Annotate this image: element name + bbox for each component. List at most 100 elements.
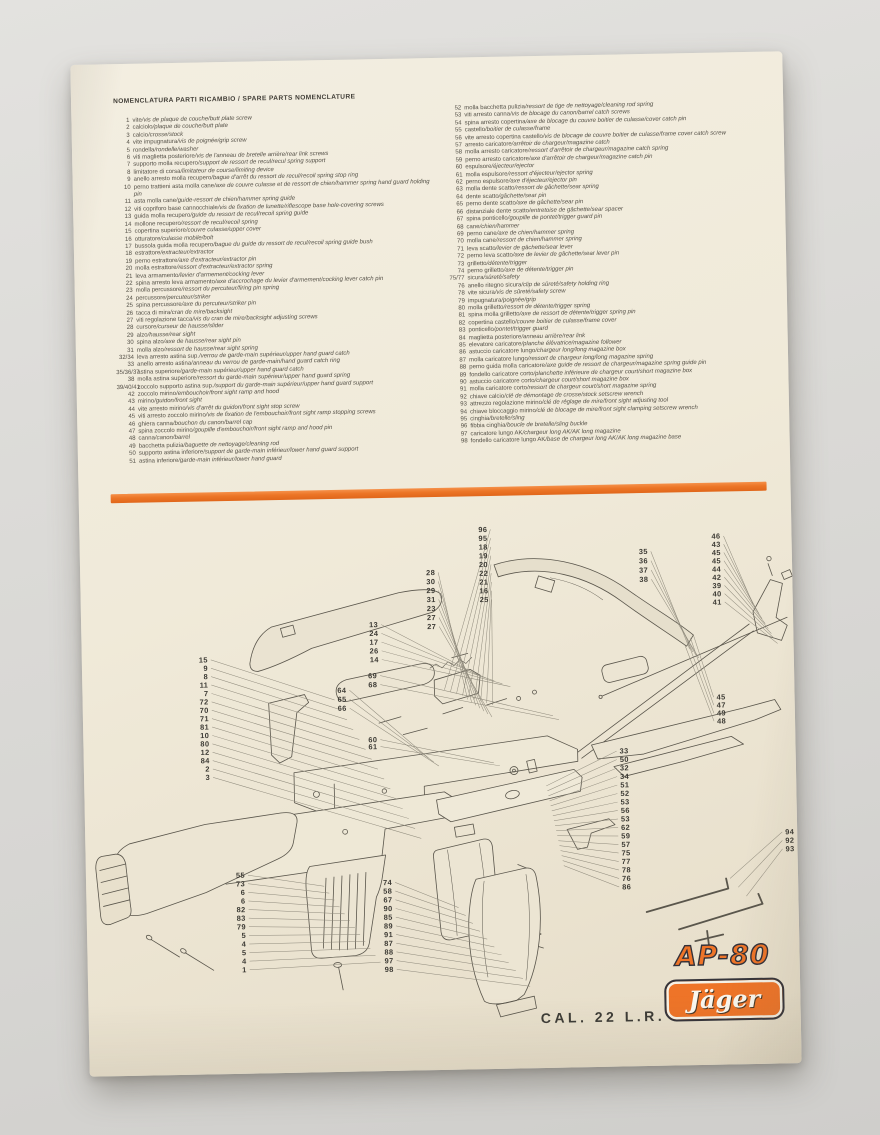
caliber-text: CAL. 22 L.R. — [540, 1007, 666, 1027]
page-title: NOMENCLATURA PARTI RICAMBIO / SPARE PART… — [112, 93, 356, 106]
leader-line — [380, 739, 494, 764]
part-label: 89 — [384, 921, 393, 930]
leader-line — [396, 934, 502, 956]
part-label: 60 — [368, 735, 377, 744]
part-label: 48 — [717, 716, 726, 725]
part-label: 73 — [236, 879, 245, 888]
leader-line — [684, 644, 715, 722]
part-label: 13 — [369, 620, 378, 629]
leader-line — [723, 560, 763, 619]
leader-line — [249, 954, 376, 962]
leader-line — [556, 827, 619, 831]
part-label: 45 — [712, 556, 721, 565]
part-label: 35 — [639, 547, 648, 556]
part-label: 34 — [620, 772, 630, 781]
part-label: 19 — [479, 551, 488, 560]
leader-line — [456, 546, 491, 694]
part-label: 26 — [370, 646, 379, 655]
part-label: 29 — [426, 586, 435, 595]
leader-line — [349, 698, 434, 763]
leader-line — [349, 707, 440, 767]
part-label: 69 — [368, 671, 377, 680]
part-label: 66 — [338, 704, 347, 713]
part-label: 96 — [478, 525, 487, 534]
part-label: 14 — [370, 655, 380, 664]
leader-line — [396, 951, 516, 971]
leader-line — [249, 934, 361, 936]
part-label: 70 — [200, 706, 209, 715]
leader-line — [380, 675, 553, 717]
leader-line — [211, 709, 372, 760]
leaflet-paper: NOMENCLATURA PARTI RICAMBIO / SPARE PART… — [70, 51, 802, 1077]
leader-line — [212, 751, 403, 809]
part-label: 8 — [204, 672, 209, 681]
part-label: 6 — [241, 897, 246, 906]
leader-line — [724, 593, 775, 639]
part-label: 32 — [620, 763, 629, 772]
part-label: 84 — [201, 756, 211, 765]
orange-divider — [110, 481, 767, 504]
leader-line — [549, 776, 618, 802]
part-label: 75 — [621, 848, 630, 857]
leader-line — [380, 684, 560, 720]
jager-logo-text: Jäger — [688, 983, 761, 1014]
part-label: 90 — [383, 904, 392, 913]
part-label: 77 — [622, 857, 631, 866]
part-label: 98 — [385, 965, 394, 974]
leader-line — [249, 961, 381, 970]
leader-line — [212, 726, 385, 780]
part-label: 78 — [622, 865, 631, 874]
part-label: 46 — [711, 532, 720, 541]
part-label: 81 — [200, 723, 209, 732]
leader-line — [380, 746, 500, 767]
leader-line — [438, 626, 493, 718]
part-label: 27 — [427, 622, 436, 631]
part-label: 25 — [480, 595, 489, 604]
leader-line — [395, 890, 466, 916]
leader-line — [553, 810, 618, 822]
leader-line — [551, 793, 618, 812]
leader-line — [437, 572, 468, 700]
leader-line — [450, 538, 491, 692]
leader-line — [395, 899, 473, 924]
leader-line — [248, 909, 345, 915]
part-label: 64 — [337, 686, 347, 695]
part-label: 38 — [639, 575, 648, 584]
leader-line — [724, 585, 772, 634]
part-label: 61 — [368, 742, 377, 751]
leader-line — [212, 777, 422, 839]
leader-line — [723, 544, 757, 609]
part-label: 3 — [205, 773, 210, 782]
part-label: 76 — [622, 874, 631, 883]
leader-line — [690, 638, 714, 706]
part-label: 16 — [479, 586, 488, 595]
part-label: 7 — [204, 689, 209, 698]
leader-line — [248, 926, 355, 928]
part-label: 51 — [620, 780, 629, 789]
leader-line — [381, 633, 487, 679]
part-label: 53 — [621, 814, 630, 823]
leader-line — [210, 659, 335, 701]
part-label: 88 — [384, 947, 393, 956]
leader-line — [724, 601, 778, 644]
leader-line — [248, 883, 330, 894]
leader-line — [693, 634, 714, 698]
part-label: 23 — [427, 604, 436, 613]
leader-line — [558, 840, 619, 845]
leader-line — [651, 579, 700, 659]
part-label: 17 — [369, 638, 378, 647]
leader-line — [349, 689, 429, 759]
part-label: 20 — [479, 560, 488, 569]
part-label: 50 — [620, 755, 629, 764]
part-label: 5 — [241, 931, 246, 940]
part-label: 83 — [237, 914, 246, 923]
leader-line — [210, 668, 341, 711]
part-label: 62 — [621, 823, 630, 832]
part-label: 5 — [242, 948, 247, 957]
part-label: 4 — [242, 940, 247, 949]
part-label: 79 — [237, 922, 246, 931]
leader-line — [212, 760, 409, 819]
part-label: 86 — [622, 882, 631, 891]
part-label: 91 — [384, 930, 393, 939]
